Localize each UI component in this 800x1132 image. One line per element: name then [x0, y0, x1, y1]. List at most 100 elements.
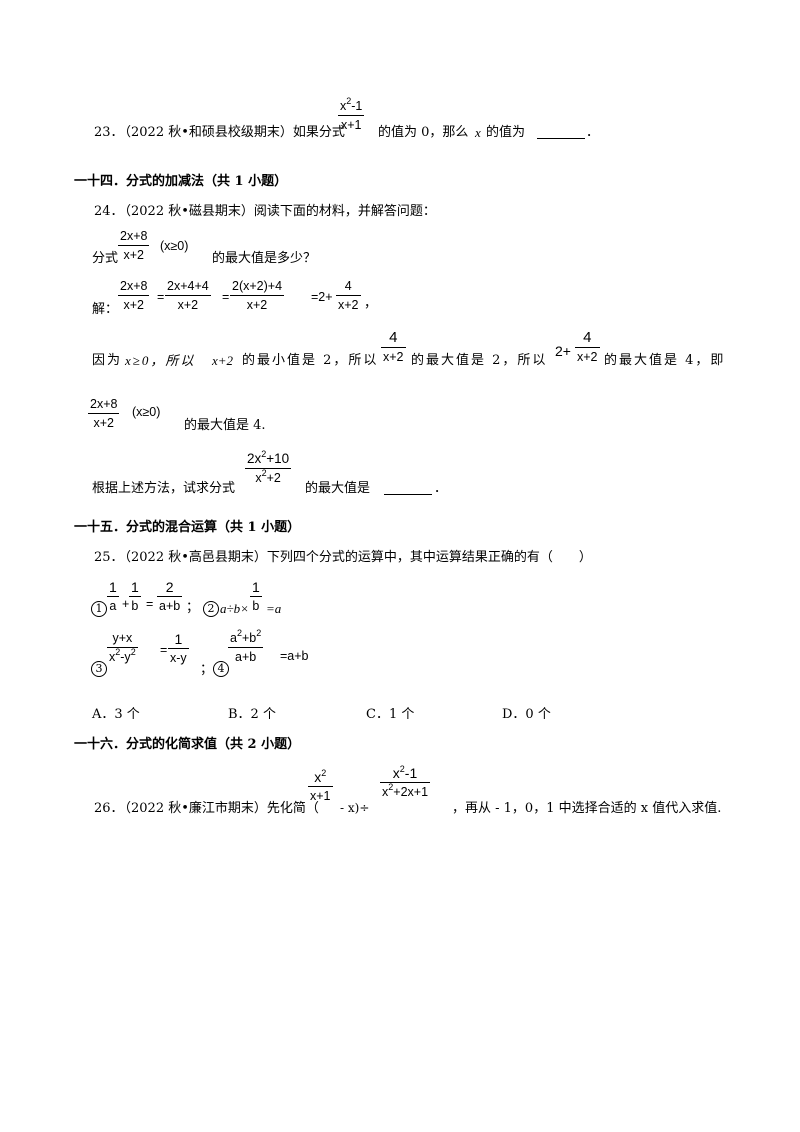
- denominator: x+2: [123, 247, 144, 262]
- fraction: 2x+8 x+2: [118, 230, 150, 262]
- text: 根据上述方法，试求分式: [92, 481, 236, 496]
- denominator-rest: +2: [266, 470, 281, 485]
- numerator: x: [392, 765, 400, 781]
- numerator: x: [340, 99, 347, 113]
- item-marker-3: 3: [91, 661, 107, 677]
- numerator-rest: -1: [404, 765, 418, 781]
- numerator: 1: [252, 579, 260, 595]
- question-source: （2022 秋•廉江市期末）先化简（: [118, 801, 319, 816]
- numerator: 4: [389, 329, 398, 346]
- text: 的值为: [486, 125, 526, 140]
- fraction-bar: [88, 412, 120, 414]
- fraction-bar: [107, 596, 119, 597]
- numerator: 1: [174, 631, 183, 647]
- exponent: 2: [256, 628, 262, 638]
- item-marker-4: 4: [213, 661, 229, 677]
- numerator: 2x+8: [120, 279, 148, 293]
- fraction-bar: [168, 648, 189, 649]
- numerator: 1: [109, 579, 117, 595]
- fraction-bar: [118, 294, 150, 296]
- numerator: a: [230, 631, 237, 645]
- option-a[interactable]: A．3 个: [92, 707, 140, 722]
- expression: =a: [266, 601, 282, 616]
- fraction: 2(x+2)+4 x+2: [230, 280, 285, 312]
- text: ，再从 - 1，0，1 中选择合适的 x 值代入求值.: [452, 801, 722, 816]
- period: ．: [586, 125, 600, 140]
- fraction-bar: [157, 596, 183, 597]
- fraction-bar: [165, 294, 211, 296]
- numerator: 2x+8: [90, 397, 118, 411]
- section-heading: 一十五．分式的混合运算（共 1 小题）: [74, 520, 301, 535]
- text: =2+: [311, 290, 333, 304]
- fraction-bar: [250, 596, 262, 597]
- fraction-bar: [338, 114, 365, 116]
- fraction: 2x2+10 x2+2: [245, 449, 292, 485]
- text: 的最大值是 4，即: [604, 353, 726, 368]
- marker-number: 1: [91, 601, 107, 617]
- numerator: 2x: [247, 451, 262, 466]
- answer-blank[interactable]: [380, 482, 436, 496]
- expression: a÷b×: [220, 601, 249, 616]
- fraction: x2-1 x2+2x+1: [380, 764, 431, 799]
- denominator: x: [255, 470, 262, 485]
- text: 的最小值是 2，所以: [242, 353, 379, 368]
- fraction-bar: [245, 467, 292, 469]
- fraction: x2-1 x+1: [338, 97, 365, 131]
- option-c[interactable]: C．1 个: [366, 707, 415, 722]
- expression: x+2: [212, 353, 234, 368]
- exponent: 2: [261, 467, 267, 478]
- fraction-bar: [228, 646, 264, 648]
- fraction-bar: [107, 646, 138, 648]
- text: 2+: [555, 343, 571, 359]
- fraction-bar: [129, 596, 141, 597]
- option-d[interactable]: D．0 个: [502, 707, 551, 722]
- equals: =: [222, 290, 230, 304]
- text: 的值为 0，那么: [378, 125, 469, 140]
- exponent: 2: [261, 449, 267, 459]
- condition: (x≥0): [160, 239, 189, 253]
- exponent: 2: [321, 768, 327, 778]
- fraction: 1 b: [250, 580, 262, 613]
- text: 因为: [92, 353, 123, 368]
- text: 的最大值是 4.: [184, 418, 266, 433]
- question-source: （2022 秋•磁县期末）阅读下面的材料，并解答问题：: [118, 204, 436, 219]
- exponent: 2: [399, 764, 405, 774]
- fraction: a2+b2 a+b: [228, 629, 264, 663]
- fraction-bar: [308, 786, 333, 787]
- fraction: 4 x+2: [575, 330, 600, 364]
- fraction: 1 b: [129, 580, 141, 613]
- exponent: 2: [388, 782, 394, 792]
- denominator: b: [252, 599, 260, 613]
- fraction: x2 x+1: [308, 768, 333, 803]
- fraction: 2x+4+4 x+2: [165, 280, 211, 311]
- separator: ；: [200, 662, 214, 677]
- separator: ；: [186, 600, 200, 615]
- variable: x: [475, 125, 481, 140]
- denominator: x+2: [93, 415, 114, 430]
- answer-blank[interactable]: [533, 126, 589, 140]
- denominator: x-y: [170, 651, 187, 665]
- numerator-rest: +b: [241, 631, 257, 645]
- fraction: 2x+8 x+2: [118, 279, 150, 312]
- marker-number: 3: [91, 661, 107, 677]
- question-number: 24．: [94, 204, 124, 219]
- comma: ，: [364, 296, 378, 311]
- fraction: 2x+8 x+2: [88, 397, 120, 430]
- period: ．: [434, 481, 448, 496]
- marker-number: 4: [213, 661, 229, 677]
- denominator: x+2: [246, 297, 268, 312]
- label: 解：: [92, 302, 119, 317]
- question-number: 26．: [94, 801, 124, 816]
- denominator: x+2: [123, 297, 144, 312]
- option-b[interactable]: B．2 个: [228, 707, 276, 722]
- section-heading: 一十六．分式的化简求值（共 2 小题）: [74, 737, 301, 752]
- denominator: a+b: [159, 599, 181, 613]
- denominator: x: [382, 785, 389, 799]
- numerator: x: [314, 769, 322, 785]
- numerator: 4: [344, 279, 352, 293]
- text: 的最大值是 2，所以: [411, 353, 548, 368]
- denominator-rest: -y: [120, 649, 131, 664]
- numerator-rest: -1: [351, 99, 363, 113]
- denominator: x+2: [177, 297, 199, 312]
